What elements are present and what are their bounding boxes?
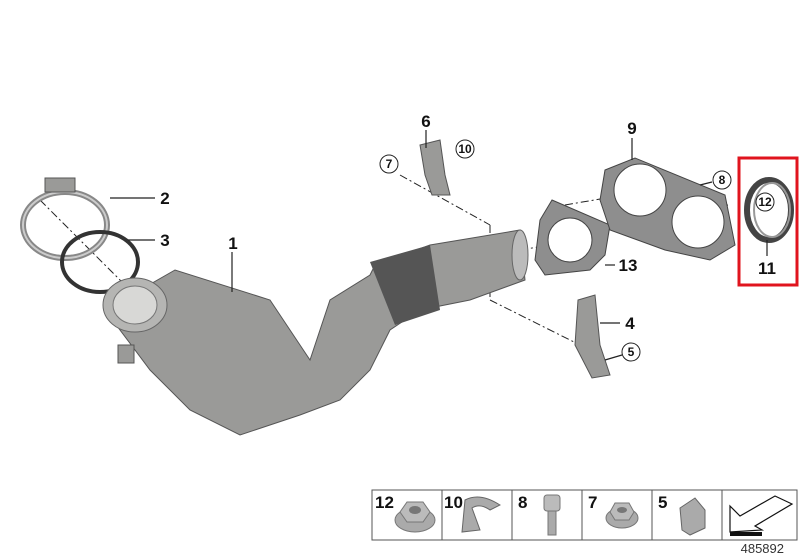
callout-11: 11 xyxy=(758,259,776,278)
callout-3: 3 xyxy=(160,231,169,250)
sealing-ring xyxy=(60,230,140,294)
legend-item-12: 12 xyxy=(375,493,436,533)
callout-12: 12 xyxy=(755,192,775,212)
callout-13: 13 xyxy=(619,256,638,275)
direction-arrow-icon xyxy=(729,495,794,536)
clip-nut-icon xyxy=(679,497,706,536)
v-band-clamp xyxy=(20,177,110,261)
catalytic-converter xyxy=(102,229,529,436)
socket-head-bolt-icon xyxy=(543,494,561,536)
svg-text:12: 12 xyxy=(758,195,772,209)
highlight-box xyxy=(737,156,799,287)
svg-text:5: 5 xyxy=(628,345,635,359)
legend-item-10: 10 xyxy=(444,493,502,533)
callout-7: 7 xyxy=(379,154,399,174)
ring-11 xyxy=(744,177,794,243)
svg-text:10: 10 xyxy=(444,493,463,512)
leader-lines xyxy=(110,130,768,361)
svg-text:12: 12 xyxy=(375,493,394,512)
hardware-legend: 12 10 8 7 5 xyxy=(371,489,798,541)
hex-nut-icon xyxy=(605,502,639,529)
callout-1: 1 xyxy=(228,234,237,253)
gasket-13 xyxy=(534,199,611,276)
callout-9: 9 xyxy=(627,119,636,138)
svg-text:8: 8 xyxy=(518,493,527,512)
svg-text:7: 7 xyxy=(588,493,597,512)
svg-text:8: 8 xyxy=(719,173,726,187)
legend-item-8: 8 xyxy=(518,493,561,536)
bracket-4 xyxy=(574,294,611,379)
bracket-6 xyxy=(419,139,451,196)
svg-text:7: 7 xyxy=(386,157,393,171)
callout-5: 5 xyxy=(621,342,641,362)
legend-item-5: 5 xyxy=(658,493,706,536)
gasket-9 xyxy=(599,157,736,261)
callout-8: 8 xyxy=(712,170,732,190)
svg-text:10: 10 xyxy=(458,142,472,156)
callout-6: 6 xyxy=(421,112,430,131)
callout-10: 10 xyxy=(455,139,475,159)
legend-item-7: 7 xyxy=(588,493,639,529)
flange-hex-nut-icon xyxy=(394,501,436,533)
callout-4: 4 xyxy=(625,314,635,333)
callout-2: 2 xyxy=(160,189,169,208)
spring-clip-icon xyxy=(461,496,502,533)
svg-text:5: 5 xyxy=(658,493,667,512)
diagram-id: 485892 xyxy=(741,541,784,556)
